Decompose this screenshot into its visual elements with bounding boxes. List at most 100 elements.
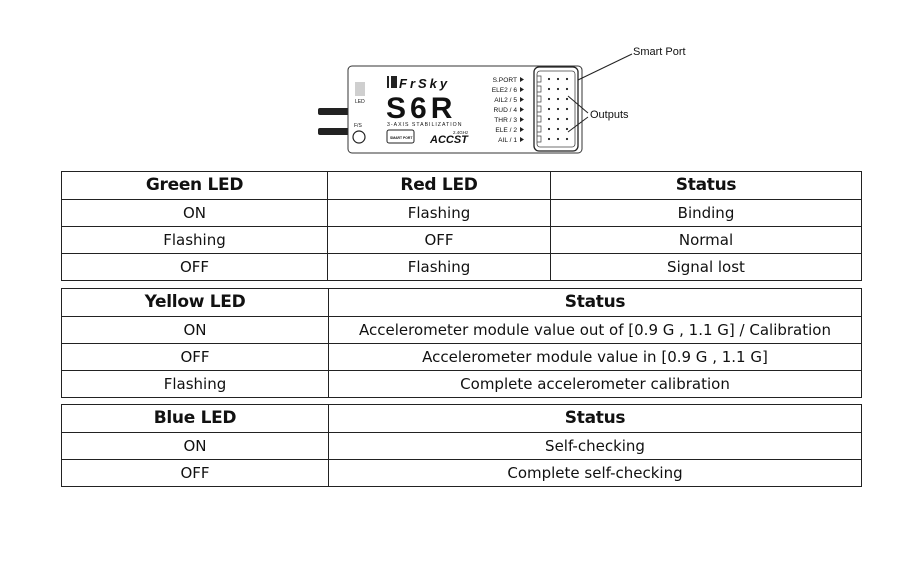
connector-pin [556,97,560,101]
model-subtitle: 3-AXIS STABILIZATION [387,122,462,128]
connector-pin [547,77,551,81]
table-cell: OFF [327,226,551,254]
connector-pin [565,87,569,91]
port-labels: S.PORT ELE2 / 6 AIL2 / 5 RUD / 4 THR / 3 ELE … [492,77,524,144]
smart-port-callout-line [577,53,633,81]
table-cell: OFF [61,253,328,281]
connector-key [537,95,542,103]
table-row: ON Accelerometer module value out of [0.… [61,316,862,344]
connector-pin [547,127,551,131]
output-connector [533,66,579,152]
port-arrow-icon [520,127,524,132]
port-label: RUD / 4 [494,107,518,114]
protocol-logo: ACCST [429,134,469,146]
connector-pin [556,77,560,81]
table-cell: ON [61,316,329,344]
connector-pin [565,77,569,81]
connector-key [537,75,542,83]
table-cell: Accelerometer module value in [0.9 G , 1… [328,343,862,371]
connector-pin [556,87,560,91]
connector-pin [547,137,551,141]
table-header-row: Green LED Red LED Status [61,171,862,200]
brand-logo: FrSky [399,76,450,91]
connector-pin [556,107,560,111]
table-cell: Flashing [61,226,328,254]
connector-pin [556,127,560,131]
red-led-header: Red LED [327,171,551,200]
table-cell: Normal [550,226,862,254]
blue-led-header: Blue LED [61,404,329,433]
port-arrow-icon [520,87,524,92]
port-label: THR / 3 [494,117,517,124]
connector-key [537,115,542,123]
connector-key [537,135,542,143]
table-row: OFF Complete self-checking [61,459,862,487]
table-cell: Accelerometer module value out of [0.9 G… [328,316,862,344]
outputs-callout: Outputs [590,109,629,121]
port-label: ELE2 / 6 [492,87,518,94]
connector-pin [556,117,560,121]
table-row: Flashing Complete accelerometer calibrat… [61,370,862,398]
yellow-led-table: Yellow LED Status ON Accelerometer modul… [61,288,862,398]
connector-inner [536,70,576,148]
connector-pin [556,137,560,141]
led-label: LED [355,99,365,105]
table-row: OFF Flashing Signal lost [61,253,862,281]
connector-pin [547,97,551,101]
outputs-callout-line [567,95,589,114]
connector-pin [547,107,551,111]
smart-port-callout: Smart Port [633,46,686,58]
table-cell: ON [61,199,328,227]
antenna-lead-top [318,108,350,115]
connector-pin [565,127,569,131]
table-cell: Self-checking [328,432,862,460]
antenna-lead-bottom [318,128,350,135]
connector-pins [537,75,569,143]
table-cell: Flashing [327,199,551,227]
table-cell: Complete accelerometer calibration [328,370,862,398]
status-header: Status [328,404,862,433]
frsky-logo-mark [387,76,397,88]
connector-pin [547,87,551,91]
port-arrow-icon [520,77,524,82]
status-header: Status [328,288,862,317]
table-row: OFF Accelerometer module value in [0.9 G… [61,343,862,371]
receiver-diagram: LED F/S FrSky S6R 3-AXIS STABILIZATION S… [318,46,686,154]
connector-pin [547,117,551,121]
table-header-row: Blue LED Status [61,404,862,433]
connector-pin [565,137,569,141]
fs-button [352,130,366,144]
port-arrow-icon [520,137,524,142]
table-row: Flashing OFF Normal [61,226,862,254]
yellow-led-header: Yellow LED [61,288,329,317]
port-label: ELE / 2 [495,127,517,134]
green-led-header: Green LED [61,171,328,200]
table-header-row: Yellow LED Status [61,288,862,317]
table-cell: OFF [61,343,329,371]
port-arrow-icon [520,107,524,112]
table-cell: Flashing [327,253,551,281]
table-row: ON Flashing Binding [61,199,862,227]
connector-key [537,85,542,93]
table-cell: Flashing [61,370,329,398]
connector-pin [565,117,569,121]
table-cell: ON [61,432,329,460]
table-row: ON Self-checking [61,432,862,460]
port-label: AIL / 1 [498,137,517,144]
table-cell: OFF [61,459,329,487]
port-label: AIL2 / 5 [494,97,517,104]
port-label: S.PORT [493,77,517,84]
port-arrow-icon [520,117,524,122]
frequency-label: 2.4GHz [453,130,469,135]
led-window [355,82,365,96]
table-cell: Signal lost [550,253,862,281]
table-cell: Complete self-checking [328,459,862,487]
status-header: Status [550,171,862,200]
fs-label: F/S [354,123,362,129]
connector-key [537,125,542,133]
table-cell: Binding [550,199,862,227]
connector-pin [565,97,569,101]
blue-led-table: Blue LED Status ON Self-checking OFF Com… [61,404,862,487]
green-red-led-table: Green LED Red LED Status ON Flashing Bin… [61,171,862,281]
smart-port-badge-label: SMART PORT [390,136,413,140]
